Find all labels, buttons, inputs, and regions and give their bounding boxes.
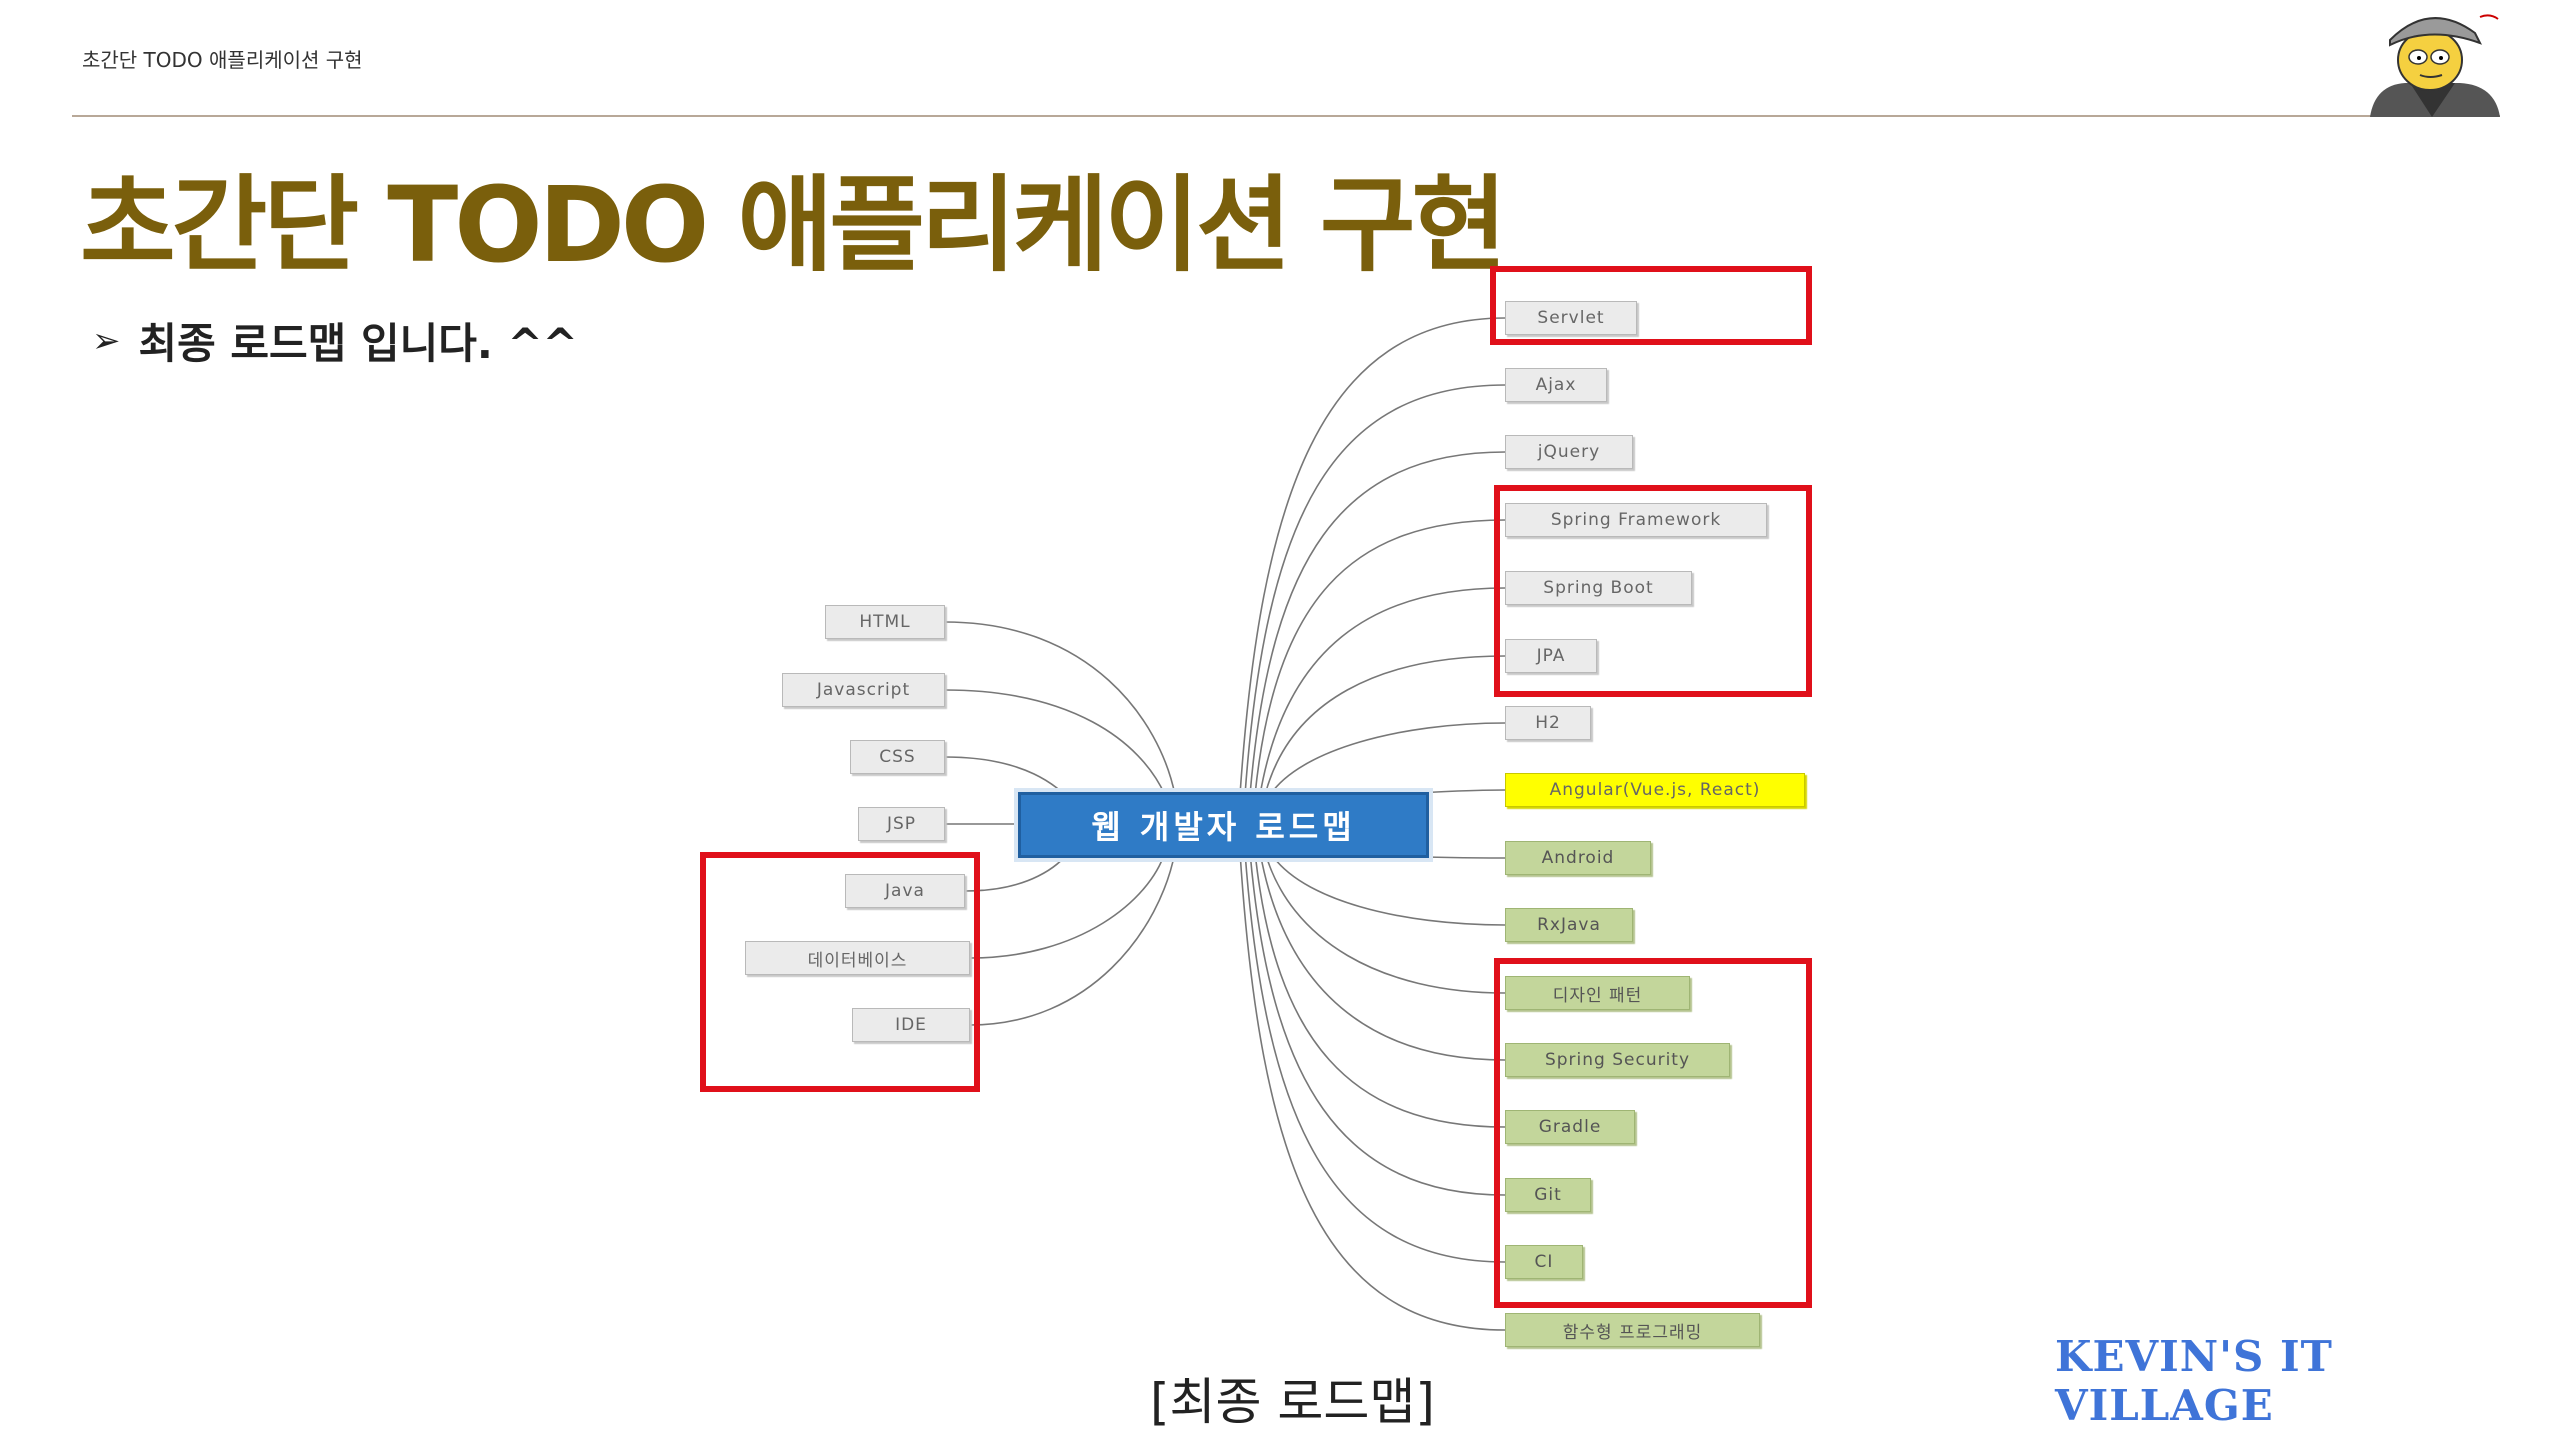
node-jquery: jQuery [1505, 435, 1633, 469]
bullet-text: 최종 로드맵 입니다. ^^ [138, 319, 578, 368]
node-angular: Angular(Vue.js, React) [1505, 773, 1805, 807]
roadmap-center-node: 웹 개발자 로드맵 [1018, 792, 1429, 858]
node-rxjava: RxJava [1505, 908, 1633, 942]
node-jpa: JPA [1505, 639, 1597, 673]
node-html: HTML [825, 605, 945, 639]
bullet-item: ➢ 최종 로드맵 입니다. ^^ [92, 310, 578, 371]
node-spring-security: Spring Security [1505, 1043, 1730, 1077]
node-git: Git [1505, 1178, 1591, 1212]
arrow-bullet-icon: ➢ [92, 320, 121, 361]
figure-caption: [최종 로드맵] [1150, 1373, 1435, 1431]
node-database: 데이터베이스 [745, 941, 970, 975]
node-gradle: Gradle [1505, 1110, 1635, 1144]
node-h2: H2 [1505, 706, 1591, 740]
node-servlet: Servlet [1505, 301, 1637, 335]
node-ci: CI [1505, 1245, 1583, 1279]
node-spring-framework: Spring Framework [1505, 503, 1767, 537]
node-java: Java [845, 874, 965, 908]
node-functional-programming: 함수형 프로그래밍 [1505, 1313, 1760, 1347]
header-divider [72, 115, 2500, 117]
node-css: CSS [850, 740, 945, 774]
node-ide: IDE [852, 1008, 970, 1042]
brand-logo-text: KEVIN'S IT VILLAGE [2055, 1332, 2333, 1430]
highlight-box-spring [1494, 485, 1812, 697]
highlight-box-servlet [1490, 266, 1812, 345]
node-ajax: Ajax [1505, 368, 1607, 402]
highlight-box-left [700, 852, 980, 1092]
avatar [2370, 14, 2500, 117]
highlight-box-bottom [1494, 958, 1812, 1308]
node-jsp: JSP [858, 807, 945, 841]
node-spring-boot: Spring Boot [1505, 571, 1692, 605]
header-small-title: 초간단 TODO 애플리케이션 구현 [82, 48, 363, 72]
node-android: Android [1505, 841, 1651, 875]
node-javascript: Javascript [782, 673, 945, 707]
node-design-pattern: 디자인 패턴 [1505, 976, 1690, 1010]
page-title: 초간단 TODO 애플리케이션 구현 [80, 164, 1507, 286]
